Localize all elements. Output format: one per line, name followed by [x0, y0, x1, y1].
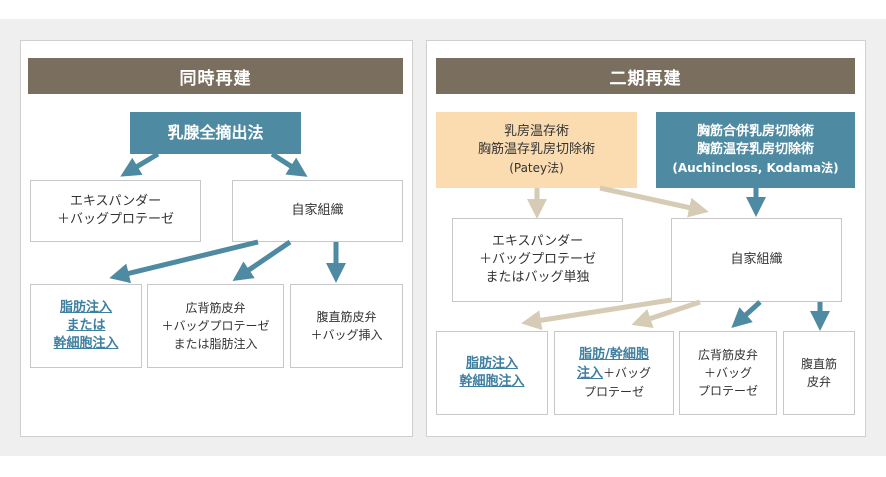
injection-link[interactable]: 注入 — [576, 365, 603, 381]
radical-mastectomy-box: 胸筋合併乳房切除術 胸筋温存乳房切除術 (Auchincloss, Kodama… — [656, 112, 855, 188]
or-text: または — [66, 318, 106, 333]
latissimus-line-2: ＋バッグ — [703, 366, 752, 380]
mastectomy-box: 乳腺全摘出法 — [130, 112, 301, 154]
radical-line-1: 胸筋合併乳房切除術 — [696, 124, 814, 139]
preserve-line-3: (Patey法) — [509, 161, 564, 175]
latissimus-line-3: プロテーゼ — [697, 384, 758, 398]
bag-text: ＋バッグ — [603, 365, 652, 380]
latissimus-line-1: 広背筋皮弁 — [185, 301, 246, 315]
stem-cell-link[interactable]: 幹細胞注入 — [459, 374, 525, 389]
right-autologous-box: 自家組織 — [671, 218, 842, 302]
right-panel-title: 二期再建 — [436, 58, 855, 94]
latissimus-line-3: または脂肪注入 — [173, 337, 258, 351]
breast-conserving-box: 乳房温存術 胸筋温存乳房切除術 (Patey法) — [436, 112, 637, 188]
right-latissimus-box: 広背筋皮弁 ＋バッグ プロテーゼ — [679, 331, 777, 415]
arrow-autologous-to-latissimus — [232, 239, 292, 282]
preserve-line-2: 胸筋温存乳房切除術 — [477, 142, 595, 157]
rectus-line-1: 腹直筋皮弁 — [316, 310, 377, 324]
arrow-autologous-to-fat — [109, 239, 259, 284]
latissimus-line-2: ＋バッグプロテーゼ — [161, 319, 270, 333]
latissimus-line-1: 広背筋皮弁 — [697, 348, 758, 362]
fat-stem-link[interactable]: 脂肪/幹細胞 — [579, 346, 649, 362]
prosthesis-text: プロテーゼ — [583, 384, 644, 399]
arrow-mastectomy-to-autologous — [270, 151, 308, 177]
fat-injection-link[interactable]: 脂肪注入 — [465, 356, 518, 371]
expander-line-1: エキスパンダー — [69, 194, 162, 209]
radical-line-2: 胸筋温存乳房切除術 — [696, 142, 814, 157]
rectus-line-2: ＋バッグ挿入 — [310, 328, 383, 342]
left-expander-box: エキスパンダー ＋バッグプロテーゼ — [30, 180, 201, 242]
expander-line-1: エキスパンダー — [491, 234, 584, 249]
radical-line-3: (Auchincloss, Kodama法) — [672, 161, 839, 175]
arrow-mastectomy-to-expander — [120, 151, 160, 177]
left-fat-injection-box: 脂肪注入 または 幹細胞注入 — [30, 284, 142, 368]
arrow-preserve-to-autologous — [599, 185, 709, 218]
expander-line-3: またはバッグ単独 — [485, 270, 590, 285]
rectus-line-1: 腹直筋 — [800, 357, 837, 371]
left-panel-title: 同時再建 — [28, 58, 403, 94]
right-fat-stem-box: 脂肪/幹細胞 注入＋バッグ プロテーゼ — [554, 331, 674, 415]
right-expander-box: エキスパンダー ＋バッグプロテーゼ またはバッグ単独 — [452, 218, 623, 302]
arrow-autologous-to-fat-stem — [631, 299, 701, 329]
preserve-line-1: 乳房温存術 — [503, 124, 569, 139]
left-latissimus-box: 広背筋皮弁 ＋バッグプロテーゼ または脂肪注入 — [147, 284, 284, 368]
right-rectus-box: 腹直筋 皮弁 — [783, 331, 855, 415]
fat-injection-link[interactable]: 脂肪注入 — [59, 300, 112, 315]
mastectomy-label: 乳腺全摘出法 — [167, 123, 264, 142]
expander-line-2: ＋バッグプロテーゼ — [56, 212, 174, 227]
left-autologous-box: 自家組織 — [232, 180, 403, 242]
right-fat-injection-box: 脂肪注入 幹細胞注入 — [436, 331, 548, 415]
left-rectus-box: 腹直筋皮弁 ＋バッグ挿入 — [290, 284, 403, 368]
arrow-autologous-to-latissimus — [731, 300, 762, 329]
autologous-label: 自家組織 — [730, 252, 783, 267]
arrow-autologous-to-fat — [521, 297, 672, 331]
stem-cell-link[interactable]: 幹細胞注入 — [53, 336, 119, 351]
autologous-label: 自家組織 — [291, 203, 344, 218]
expander-line-2: ＋バッグプロテーゼ — [478, 252, 596, 267]
rectus-line-2: 皮弁 — [806, 375, 831, 389]
